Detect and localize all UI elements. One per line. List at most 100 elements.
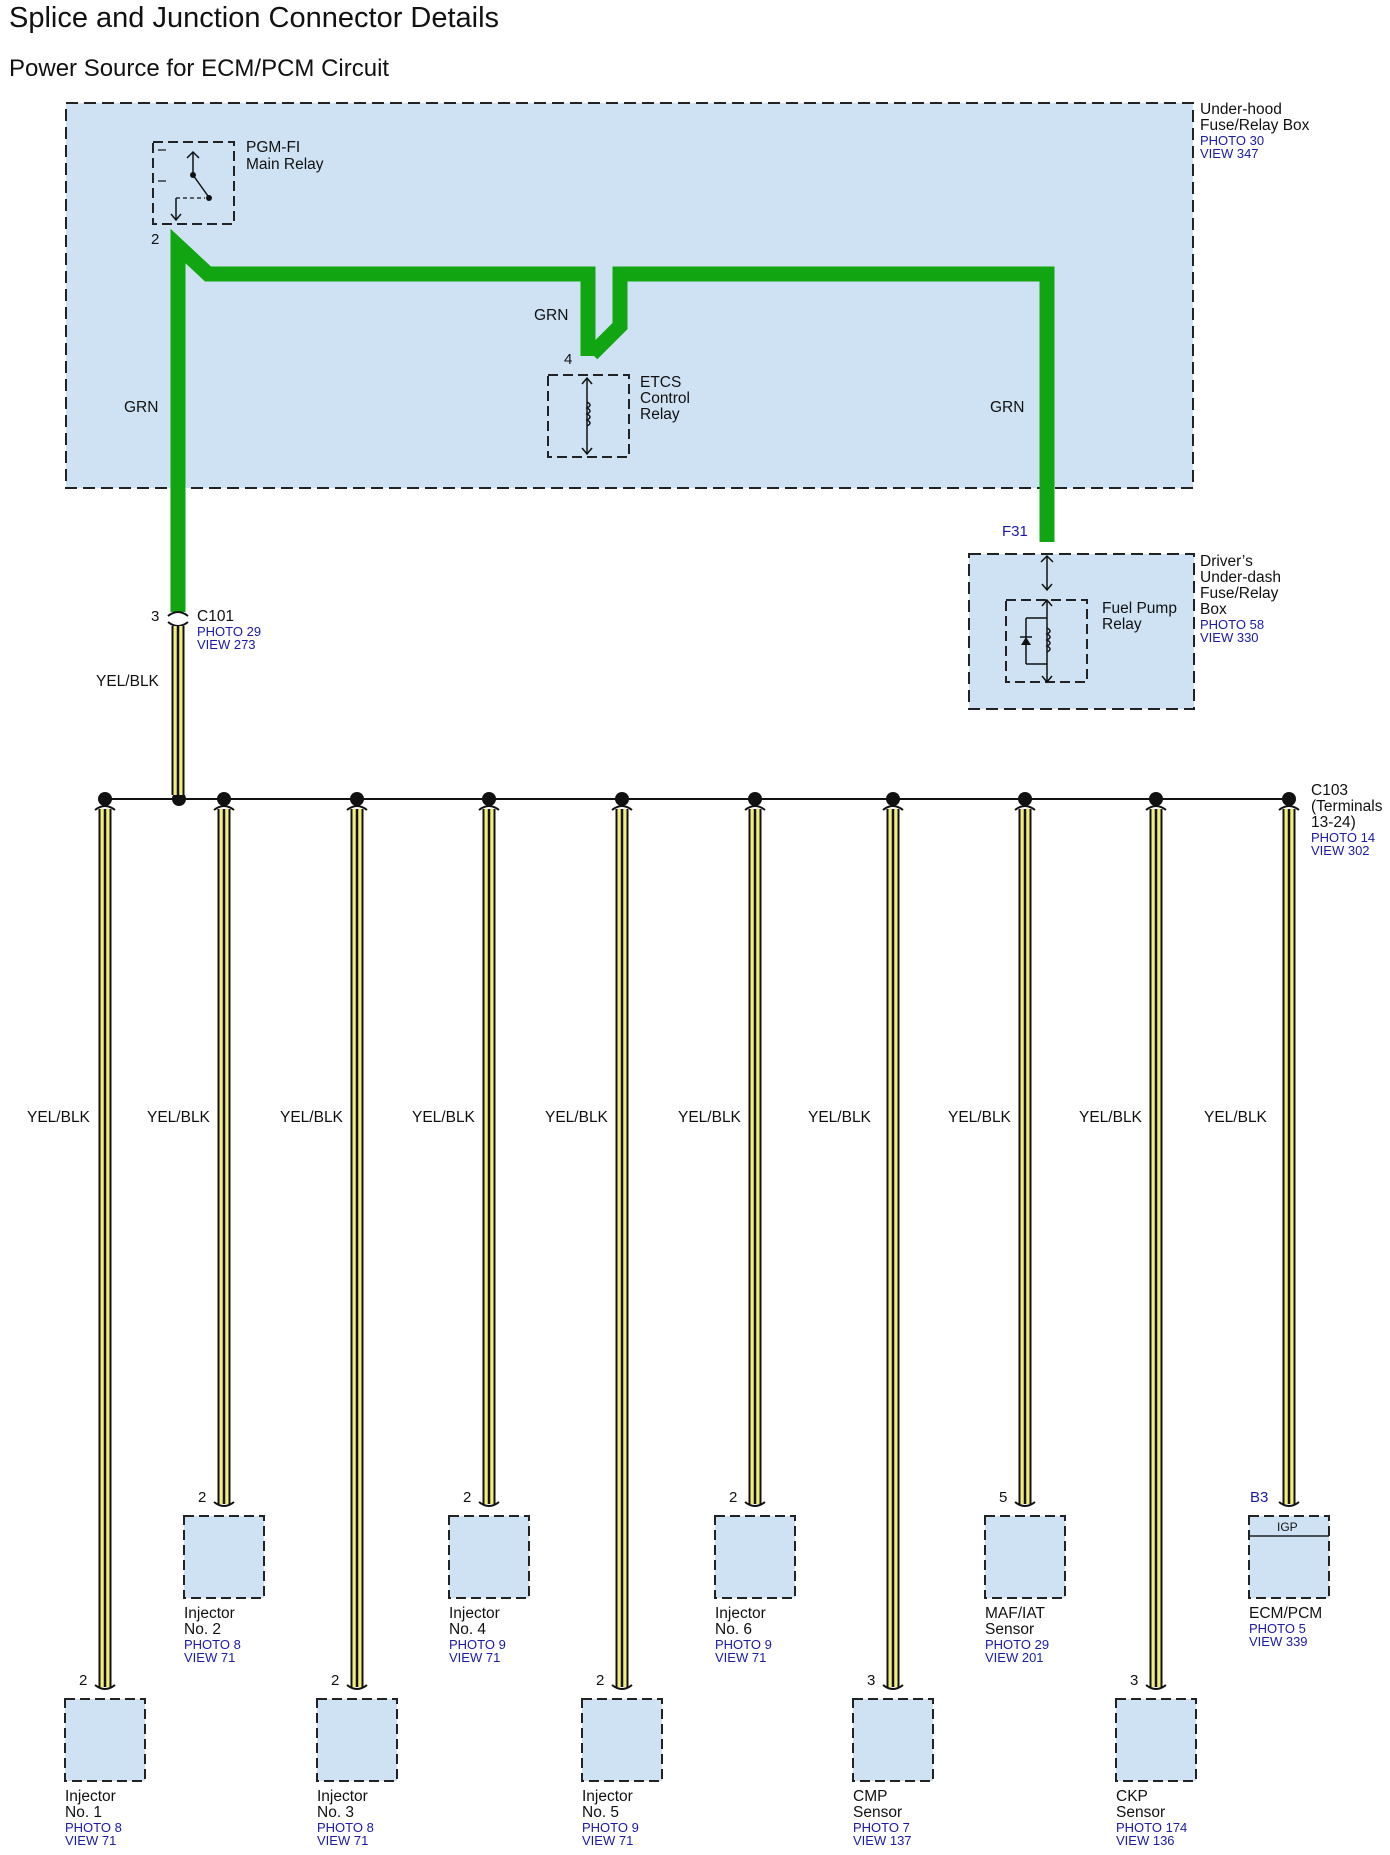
splice-dot <box>350 792 364 806</box>
injector-6-photo-ref[interactable]: PHOTO 9 <box>715 1637 772 1652</box>
injector-5-component-box[interactable] <box>581 1698 663 1782</box>
injector-1-view-ref[interactable]: VIEW 71 <box>65 1833 116 1848</box>
cmp-sensor-view-ref[interactable]: VIEW 137 <box>853 1833 912 1848</box>
fuel-pump-relay-label-2: Relay <box>1102 616 1142 633</box>
branch-wire-label: YEL/BLK <box>280 1109 344 1126</box>
injector-6-label-1: Injector <box>715 1605 766 1622</box>
underhood-box-label-2: Fuse/Relay Box <box>1200 117 1310 134</box>
branch-bottom-terminal <box>1014 1501 1036 1507</box>
branch-wire-label: YEL/BLK <box>948 1109 1012 1126</box>
injector-1-photo-ref[interactable]: PHOTO 8 <box>65 1820 122 1835</box>
branch-bottom-terminal <box>1145 1684 1167 1690</box>
branch-top-terminal <box>346 805 368 811</box>
cmp-sensor-component-box[interactable] <box>852 1698 934 1782</box>
injector-6-view-ref[interactable]: VIEW 71 <box>715 1650 766 1665</box>
injector-2-component-box[interactable] <box>183 1515 265 1599</box>
c101-view[interactable]: VIEW 273 <box>197 637 256 652</box>
cmp-sensor-label-1: CMP <box>853 1788 887 1805</box>
page-title: Splice and Junction Connector Details <box>9 2 500 34</box>
pgmfi-relay-label-2: Main Relay <box>246 156 324 173</box>
underhood-box-photo[interactable]: PHOTO 30 <box>1200 133 1264 148</box>
splice-dot <box>886 792 900 806</box>
terminal-label: IGP <box>1277 1520 1298 1534</box>
injector-6-label-2: No. 6 <box>715 1621 752 1638</box>
underhood-box-label-1: Under-hood <box>1200 101 1282 118</box>
branch-top-terminal <box>478 805 500 811</box>
ckp-sensor-component-box[interactable] <box>1115 1698 1197 1782</box>
injector-4-label-1: Injector <box>449 1605 500 1622</box>
maf-iat-sensor-photo-ref[interactable]: PHOTO 29 <box>985 1637 1049 1652</box>
c103-photo[interactable]: PHOTO 14 <box>1311 830 1375 845</box>
injector-3-view-ref[interactable]: VIEW 71 <box>317 1833 368 1848</box>
ecm-pcm-photo-ref[interactable]: PHOTO 5 <box>1249 1621 1306 1636</box>
splice-dot <box>98 792 112 806</box>
branch-top-terminal <box>1014 805 1036 811</box>
etcs-relay-pin: 4 <box>564 351 572 368</box>
injector-3-label-1: Injector <box>317 1788 368 1805</box>
ckp-sensor-label-2: Sensor <box>1116 1804 1165 1821</box>
injector-3-component-box[interactable] <box>316 1698 398 1782</box>
injector-3-photo-ref[interactable]: PHOTO 8 <box>317 1820 374 1835</box>
injector-1-label-2: No. 1 <box>65 1804 102 1821</box>
grn-wire-network <box>170 228 1055 612</box>
c103-view[interactable]: VIEW 302 <box>1311 843 1370 858</box>
driver-box-view[interactable]: VIEW 330 <box>1200 630 1259 645</box>
maf-iat-sensor-view-ref[interactable]: VIEW 201 <box>985 1650 1044 1665</box>
fuel-pump-relay-symbol <box>1005 554 1088 684</box>
injector-5-photo-ref[interactable]: PHOTO 9 <box>582 1820 639 1835</box>
injector-6-component-box[interactable] <box>714 1515 796 1599</box>
ckp-sensor-view-ref[interactable]: VIEW 136 <box>1116 1833 1175 1848</box>
branch-wire-label: YEL/BLK <box>412 1109 476 1126</box>
injector-4-photo-ref[interactable]: PHOTO 9 <box>449 1637 506 1652</box>
cmp-sensor-label-2: Sensor <box>853 1804 902 1821</box>
c103-label-3: 13-24) <box>1311 814 1356 831</box>
fuel-pump-relay-label-1: Fuel Pump <box>1102 600 1177 617</box>
maf-iat-sensor-component-box[interactable] <box>984 1515 1066 1599</box>
component-pin: 2 <box>596 1672 604 1689</box>
driver-box-label-3: Fuse/Relay <box>1200 585 1279 602</box>
injector-1-label-1: Injector <box>65 1788 116 1805</box>
injector-5-view-ref[interactable]: VIEW 71 <box>582 1833 633 1848</box>
branch-top-terminal <box>94 805 116 811</box>
ecm-pcm-label-1: ECM/PCM <box>1249 1605 1322 1622</box>
driver-box-photo[interactable]: PHOTO 58 <box>1200 617 1264 632</box>
injector-2-photo-ref[interactable]: PHOTO 8 <box>184 1637 241 1652</box>
component-pin: 2 <box>463 1489 471 1506</box>
branch-wire-label: YEL/BLK <box>678 1109 742 1126</box>
pgmfi-relay-pin: 2 <box>151 231 159 248</box>
component-pin: 2 <box>729 1489 737 1506</box>
injector-4-view-ref[interactable]: VIEW 71 <box>449 1650 500 1665</box>
f31-fuse-label[interactable]: F31 <box>1002 523 1028 540</box>
injector-5-label-1: Injector <box>582 1788 633 1805</box>
underhood-box-view[interactable]: VIEW 347 <box>1200 146 1259 161</box>
ecm-pcm-component-box[interactable] <box>1248 1515 1330 1599</box>
component-pin: 2 <box>79 1672 87 1689</box>
branch-bottom-terminal <box>94 1684 116 1690</box>
branch-bottom-terminal <box>882 1684 904 1690</box>
injector-1-component-box[interactable] <box>64 1698 146 1782</box>
component-pin: 3 <box>1130 1672 1138 1689</box>
branch-bottom-terminal <box>213 1501 235 1507</box>
maf-iat-sensor-label-1: MAF/IAT <box>985 1605 1046 1622</box>
branch-bottom-terminal <box>611 1684 633 1690</box>
c101-photo[interactable]: PHOTO 29 <box>197 624 261 639</box>
splice-dot <box>748 792 762 806</box>
etcs-control-relay-symbol <box>547 374 630 458</box>
injector-4-component-box[interactable] <box>448 1515 530 1599</box>
injector-2-view-ref[interactable]: VIEW 71 <box>184 1650 235 1665</box>
ckp-sensor-photo-ref[interactable]: PHOTO 174 <box>1116 1820 1187 1835</box>
c103-label-2: (Terminals <box>1311 798 1383 815</box>
branch-bottom-terminal <box>1278 1501 1300 1507</box>
ecm-pcm-view-ref[interactable]: VIEW 339 <box>1249 1634 1308 1649</box>
cmp-sensor-photo-ref[interactable]: PHOTO 7 <box>853 1820 910 1835</box>
branch-wire-label: YEL/BLK <box>1079 1109 1143 1126</box>
splice-dot <box>217 792 231 806</box>
branch-bottom-terminal <box>346 1684 368 1690</box>
